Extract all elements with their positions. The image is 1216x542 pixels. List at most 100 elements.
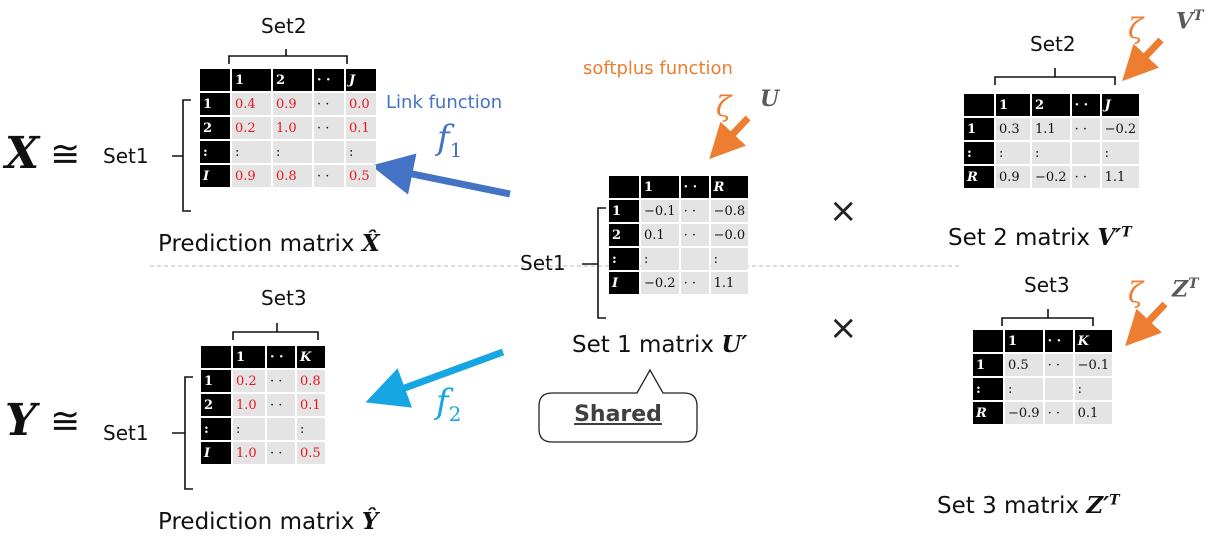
matrix-cell: 0.9 — [273, 93, 312, 115]
matrix-cell: · · — [680, 200, 709, 222]
matrix-corner — [200, 69, 230, 91]
matrix-row-header: 1 — [964, 118, 994, 140]
matrix-cell: 0.2 — [232, 117, 271, 139]
left-bottom-caption: Prediction matrix Ŷ — [158, 508, 378, 535]
matrix-cell: 0.5 — [297, 442, 325, 464]
matrix-cell: −0.1 — [641, 200, 679, 222]
table-row: 1 0.3 1.1 · · −0.2 — [964, 118, 1140, 140]
link-function-label: Link function — [386, 92, 503, 113]
matrix-col-header: 1 — [1005, 330, 1043, 352]
brace-left-bottom-set3 — [232, 323, 319, 340]
caption-text: Prediction matrix — [158, 509, 355, 535]
matrix-cell: · · — [1071, 118, 1100, 140]
table-row: 2 1.0 · · 0.1 — [201, 394, 325, 416]
table-row: 1 0.2 · · 0.8 — [201, 370, 325, 392]
matrix-col-header: J — [1101, 94, 1140, 116]
matrix-col-header: 1 — [996, 94, 1030, 116]
arrow-softplus-right-top — [1122, 37, 1164, 82]
caption-text: Set 3 matrix — [937, 493, 1079, 519]
matrix-cell: : — [233, 418, 265, 440]
table-row: 1 · · R — [609, 176, 749, 198]
matrix-cell — [1044, 378, 1073, 400]
matrix-cell: 1.1 — [1101, 166, 1140, 188]
caption-superscript: T — [1121, 224, 1132, 241]
left-top-matrix: 1 2 · · J 1 0.4 0.9 · · 0.0 2 0.2 1.0 · … — [198, 67, 378, 189]
matrix-cell: : — [273, 141, 312, 163]
caption-symbol-base: V′ — [1097, 224, 1122, 251]
caption-text: Prediction matrix — [158, 231, 355, 257]
matrix-cell: −0.0 — [710, 224, 749, 246]
arrow-softplus-right-bottom — [1125, 301, 1168, 347]
matrix-cell: · · — [1071, 166, 1100, 188]
matrix-cell: −0.2 — [1101, 118, 1140, 140]
f2-subscript: 2 — [448, 401, 462, 426]
f1-label: f1 — [437, 118, 462, 162]
input-symbol: Z — [1172, 276, 1189, 303]
zeta-icon: ζ — [1128, 12, 1144, 45]
input-superscript: T — [1193, 8, 1204, 24]
matrix-cell: 0.5 — [1005, 354, 1043, 376]
matrix-cell: : — [996, 142, 1030, 164]
matrix-row-header: : — [973, 378, 1003, 400]
right-top-matrix: 1 2 · · J 1 0.3 1.1 · · −0.2 : : : : R 0… — [962, 92, 1141, 190]
matrix-cell — [1071, 142, 1100, 164]
arrow-softplus-center — [709, 115, 751, 160]
brace-center-set1 — [582, 207, 606, 319]
matrix-cell: : — [641, 248, 679, 270]
matrix-cell: −0.1 — [1074, 354, 1113, 376]
matrix-cell: 1.0 — [233, 442, 265, 464]
matrix-cell: : — [1032, 142, 1070, 164]
table-row: 1 0.5 · · −0.1 — [973, 354, 1113, 376]
table-row: : : : — [201, 418, 325, 440]
left-top-approx: ≅ — [50, 134, 81, 175]
center-matrix: 1 · · R 1 −0.1 · · −0.8 2 0.1 · · −0.0 :… — [607, 174, 750, 296]
matrix-cell: · · — [314, 165, 344, 187]
matrix-cell: · · — [314, 117, 344, 139]
table-row: 1 · · K — [201, 346, 325, 368]
matrix-col-header: · · — [680, 176, 709, 198]
matrix-cell: 0.4 — [232, 93, 271, 115]
table-row: I −0.2 · · 1.1 — [609, 272, 749, 294]
matrix-col-header: 2 — [1032, 94, 1070, 116]
matrix-col-header: R — [710, 176, 749, 198]
table-row: 1 2 · · J — [964, 94, 1140, 116]
matrix-corner — [201, 346, 231, 368]
f1-symbol: f — [437, 118, 450, 158]
matrix-row-header: 2 — [201, 394, 231, 416]
input-superscript: T — [1188, 276, 1199, 292]
times-symbol-bottom: × — [829, 308, 858, 348]
right-bottom-set-top-label: Set3 — [1024, 273, 1070, 297]
matrix-row-header: 1 — [973, 354, 1003, 376]
caption-text: Set 1 matrix — [572, 332, 714, 358]
table-row: 1 0.4 0.9 · · 0.0 — [200, 93, 376, 115]
table-row: R −0.9 · · 0.1 — [973, 402, 1113, 424]
table-row: 2 0.1 · · −0.0 — [609, 224, 749, 246]
caption-symbol: Ŷ — [361, 508, 379, 535]
matrix-cell: : — [1074, 378, 1113, 400]
matrix-corner — [964, 94, 994, 116]
matrix-cell: · · — [1044, 354, 1073, 376]
matrix-col-header: 2 — [273, 69, 312, 91]
matrix-cell: · · — [314, 93, 344, 115]
brace-left-top-set2 — [228, 49, 348, 64]
matrix-corner — [609, 176, 639, 198]
matrix-cell: : — [1005, 378, 1043, 400]
right-top-set-top-label: Set2 — [1030, 32, 1076, 56]
matrix-cell: 0.1 — [346, 117, 376, 139]
left-top-caption: Prediction matrix X̂ — [158, 230, 380, 257]
f2-symbol: f — [436, 382, 449, 422]
right-bottom-input-symbol: ZT — [1172, 276, 1198, 302]
table-row: R 0.9 −0.2 · · 1.1 — [964, 166, 1140, 188]
matrix-corner — [973, 330, 1003, 352]
matrix-cell: : — [346, 141, 376, 163]
f1-subscript: 1 — [449, 137, 463, 162]
left-bottom-matrix: 1 · · K 1 0.2 · · 0.8 2 1.0 · · 0.1 : : … — [199, 344, 327, 466]
matrix-row-header: : — [201, 418, 231, 440]
matrix-cell: 1.0 — [273, 117, 312, 139]
brace-right-top-set2 — [994, 68, 1116, 85]
arrow-f2 — [365, 348, 505, 408]
matrix-cell: 0.5 — [346, 165, 376, 187]
brace-left-bottom-set1 — [172, 376, 193, 490]
center-caption: Set 1 matrix U′ — [572, 331, 747, 358]
